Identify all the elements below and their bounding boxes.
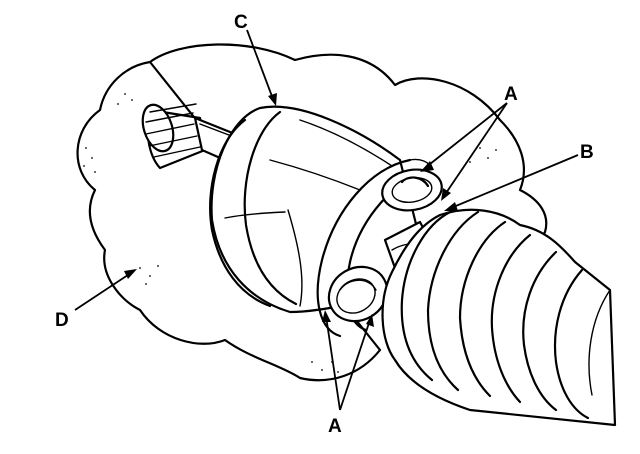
outer-race-housing — [209, 105, 432, 314]
callout-d: D — [55, 269, 137, 331]
boot — [381, 208, 617, 427]
label-a-top: A — [504, 84, 518, 105]
label-b: B — [580, 142, 594, 163]
label-d: D — [55, 310, 69, 331]
label-a-bottom: A — [328, 416, 342, 437]
label-c: C — [234, 12, 248, 33]
tripod-assembly — [327, 168, 443, 323]
callout-c: C — [234, 12, 277, 106]
callout-a-bottom: A — [322, 310, 374, 437]
callout-a-top: A — [420, 84, 518, 201]
callout-b: B — [444, 142, 594, 211]
